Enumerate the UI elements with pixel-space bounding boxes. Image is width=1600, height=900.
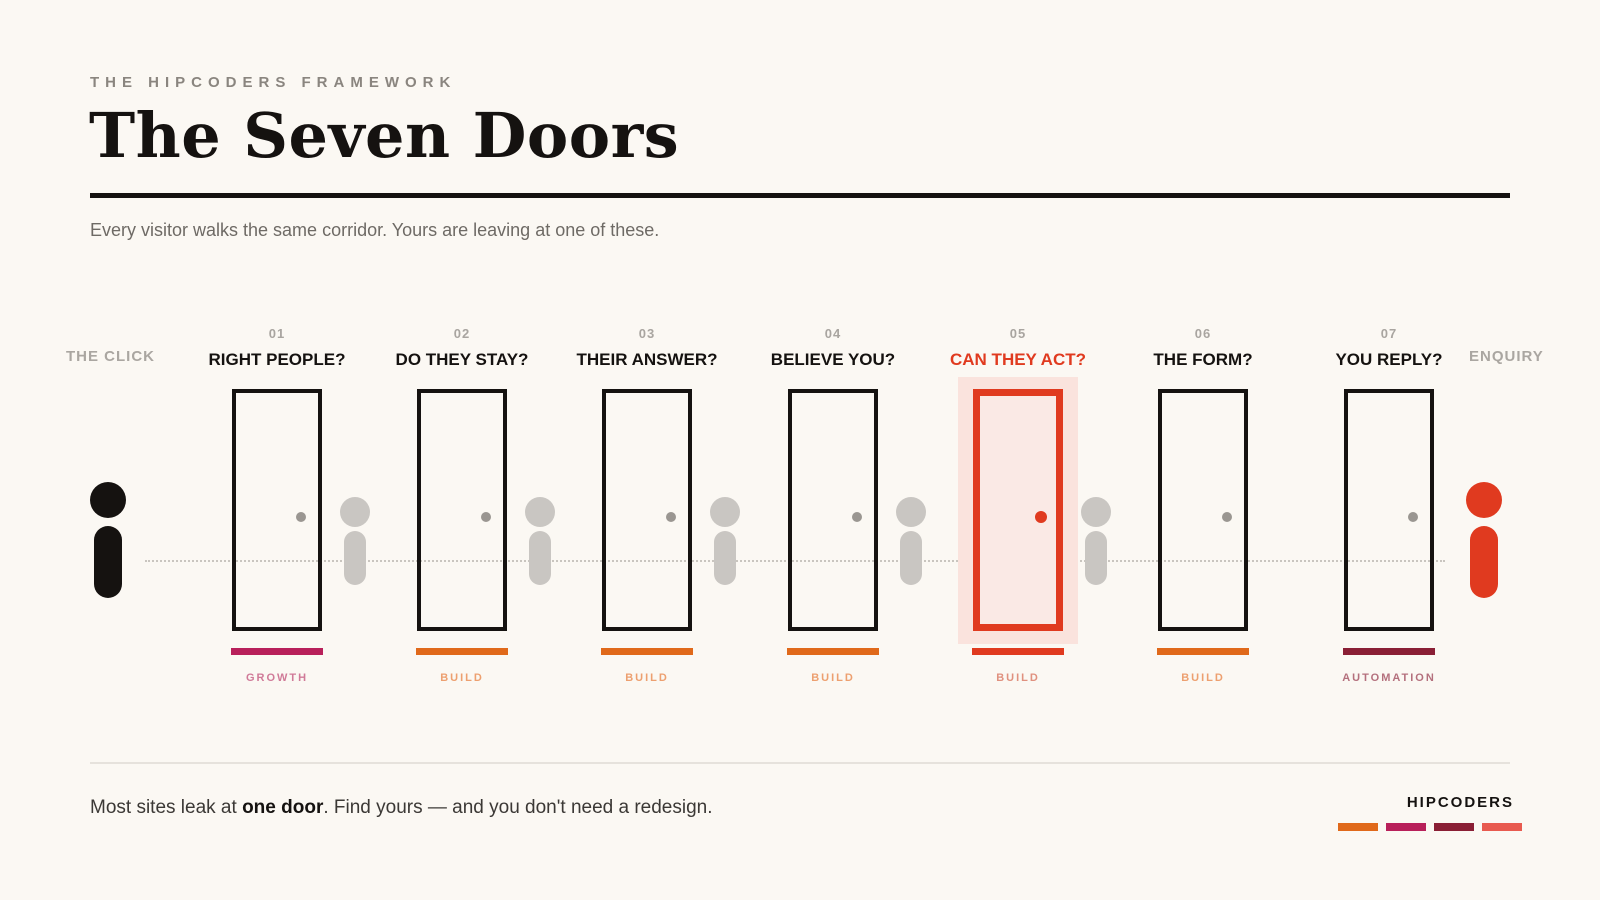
visitor-body — [94, 526, 122, 598]
visitor-body — [1470, 526, 1498, 598]
footer-divider — [90, 762, 1510, 764]
door-category-label: BUILD — [440, 672, 484, 684]
door-knob-icon — [852, 512, 862, 522]
ghost-visitor-icon — [1081, 497, 1111, 585]
door-icon — [232, 389, 322, 631]
door-knob-icon — [296, 512, 306, 522]
door-knob-icon — [481, 512, 491, 522]
visitor-start-icon — [90, 482, 126, 598]
door-knob-icon — [666, 512, 676, 522]
door-question: YOU REPLY? — [1335, 350, 1443, 369]
footer-text-after: . Find yours — and you don't need a rede… — [323, 797, 713, 818]
door-category-bar — [231, 648, 323, 655]
door-number: 03 — [638, 326, 656, 341]
visitor-head — [90, 482, 126, 518]
footer-text-emphasis: one door — [242, 797, 324, 818]
door-number: 01 — [268, 326, 286, 341]
door-category-bar — [601, 648, 693, 655]
door-category-label: BUILD — [1181, 672, 1225, 684]
door-question: DO THEY STAY? — [395, 350, 529, 369]
eyebrow-label: THE HIPCODERS FRAMEWORK — [90, 74, 457, 91]
door-knob-icon — [1408, 512, 1418, 522]
ghost-body — [714, 531, 736, 585]
ghost-head — [710, 497, 740, 527]
title-divider — [90, 193, 1510, 198]
page-title: The Seven Doors — [89, 99, 680, 172]
door-icon — [973, 389, 1063, 631]
door-category-bar — [787, 648, 879, 655]
door-icon — [788, 389, 878, 631]
brand-swatch — [1434, 823, 1474, 831]
door-icon — [602, 389, 692, 631]
visitor-end-icon — [1466, 482, 1502, 598]
door-question: THE FORM? — [1153, 350, 1253, 369]
door-number: 07 — [1380, 326, 1398, 341]
door-category-label: GROWTH — [245, 672, 309, 684]
door-category-label: BUILD — [996, 672, 1040, 684]
door-question: BELIEVE YOU? — [770, 350, 896, 369]
ghost-visitor-icon — [896, 497, 926, 585]
ghost-head — [1081, 497, 1111, 527]
ghost-body — [1085, 531, 1107, 585]
door-category-bar — [1157, 648, 1249, 655]
door-category-bar — [972, 648, 1064, 655]
ghost-body — [344, 531, 366, 585]
footer-text-before: Most sites leak at — [90, 797, 243, 818]
ghost-visitor-icon — [525, 497, 555, 585]
door-category-bar — [1343, 648, 1435, 655]
brand-swatches — [1338, 823, 1522, 831]
door-number: 04 — [824, 326, 842, 341]
ghost-visitor-icon — [710, 497, 740, 585]
door-category-bar — [416, 648, 508, 655]
door-category-label: BUILD — [625, 672, 669, 684]
door-number: 06 — [1194, 326, 1212, 341]
corridor-line — [145, 560, 1445, 562]
ghost-head — [896, 497, 926, 527]
visitor-head — [1466, 482, 1502, 518]
ghost-head — [525, 497, 555, 527]
door-question: THEIR ANSWER? — [576, 350, 718, 369]
brand-swatch — [1386, 823, 1426, 831]
door-knob-icon — [1035, 511, 1047, 523]
door-question: CAN THEY ACT? — [950, 350, 1086, 369]
door-icon — [1344, 389, 1434, 631]
brand-swatch — [1338, 823, 1378, 831]
footer-message: Most sites leak at one door. Find yours … — [90, 797, 713, 819]
door-icon — [417, 389, 507, 631]
door-question: RIGHT PEOPLE? — [208, 350, 346, 369]
end-label: ENQUIRY — [1469, 348, 1544, 365]
door-number: 02 — [453, 326, 471, 341]
door-knob-icon — [1222, 512, 1232, 522]
ghost-visitor-icon — [340, 497, 370, 585]
ghost-body — [900, 531, 922, 585]
ghost-head — [340, 497, 370, 527]
door-icon — [1158, 389, 1248, 631]
ghost-body — [529, 531, 551, 585]
door-number: 05 — [1009, 326, 1027, 341]
brand-swatch — [1482, 823, 1522, 831]
door-category-label: AUTOMATION — [1342, 672, 1436, 684]
brand-name: HIPCODERS — [1406, 794, 1514, 811]
door-category-label: BUILD — [811, 672, 855, 684]
page-subtitle: Every visitor walks the same corridor. Y… — [90, 220, 660, 240]
start-label: THE CLICK — [66, 348, 155, 365]
